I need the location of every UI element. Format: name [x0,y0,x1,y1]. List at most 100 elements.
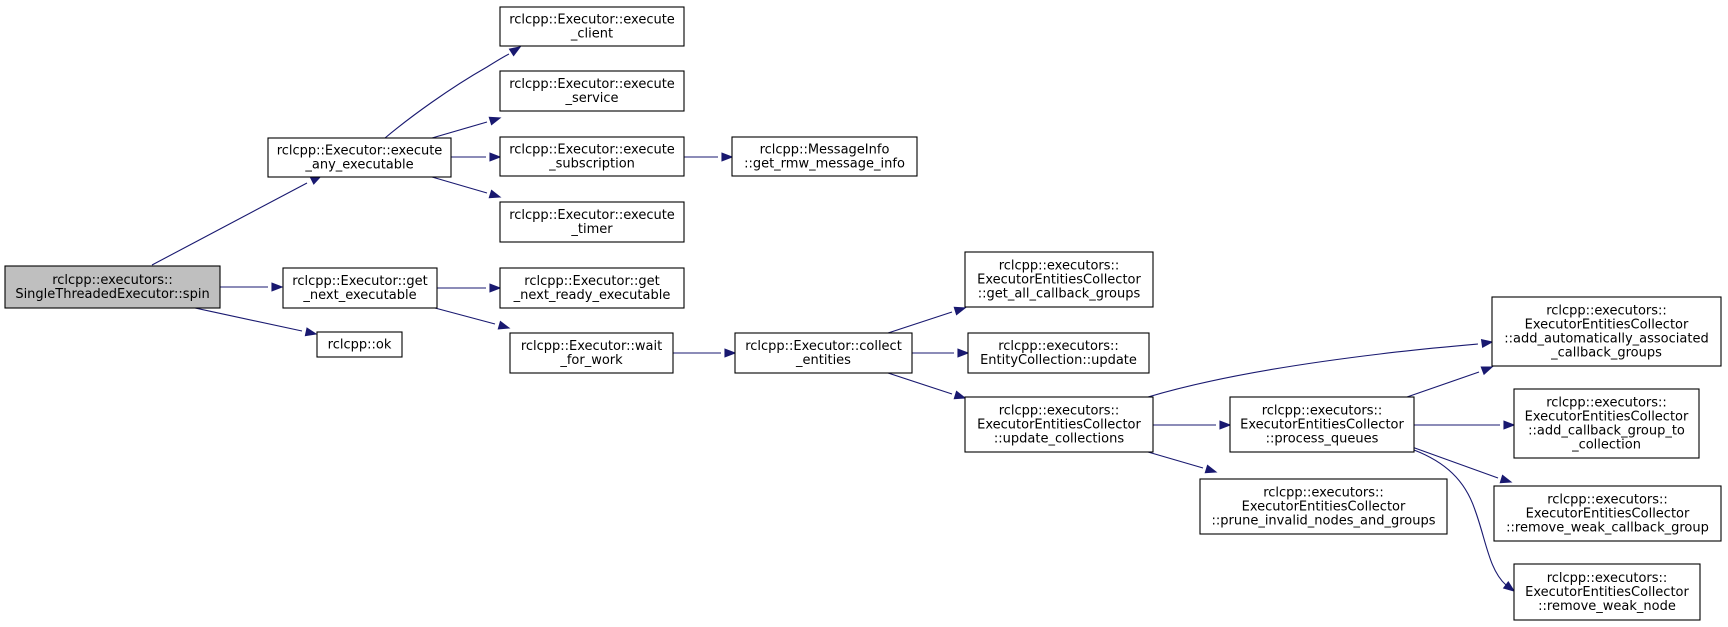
node-label-line: ::add_automatically_associated [1504,332,1708,347]
node-get-all-cb[interactable]: rclcpp::executors::ExecutorEntitiesColle… [964,251,1154,308]
edge-process_queues-to-remove_weak_cb [1411,446,1513,484]
node-remove-weak-node[interactable]: rclcpp::executors::ExecutorEntitiesColle… [1513,563,1701,621]
node-add-cb-group[interactable]: rclcpp::executors::ExecutorEntitiesColle… [1513,388,1700,459]
edge-exec_any-to-exec_subscription [451,152,502,162]
node-label-line: ExecutorEntitiesCollector [1526,507,1690,522]
edge-line [887,372,953,395]
node-exec-timer[interactable]: rclcpp::Executor::execute_timer [499,201,685,243]
node-entity-update[interactable]: rclcpp::executors::EntityCollection::upd… [967,332,1150,374]
node-box [4,265,221,309]
node-box [499,136,685,177]
arrow-head-icon [488,116,502,126]
node-label-line: rclcpp::executors:: [998,339,1119,354]
node-label-line: rclcpp::executors:: [1262,404,1383,419]
node-prune[interactable]: rclcpp::executors::ExecutorEntitiesColle… [1199,478,1448,535]
node-label-line: _callback_groups [1550,346,1662,361]
edge-exec_subscription-to-get_rmw [684,152,734,162]
node-box [1229,396,1415,453]
arrow-head-icon [1499,474,1513,484]
node-label-line: ::remove_weak_node [1538,599,1676,614]
edge-line [194,307,303,332]
edge-line [151,182,308,266]
edge-line [1413,449,1507,586]
arrow-head-icon [721,152,734,162]
edge-spin-to-exec_any [151,175,323,266]
arrow-head-icon [489,152,502,162]
node-box [316,331,403,358]
node-label-line: ExecutorEntitiesCollector [1242,500,1406,515]
arrow-head-icon [271,282,284,292]
node-exec-client[interactable]: rclcpp::Executor::execute_client [499,6,685,47]
node-label-line: ::update_collections [994,432,1124,447]
edge-collect_entities-to-get_all_cb [887,306,967,334]
node-get-next[interactable]: rclcpp::Executor::get_next_executable [282,267,438,309]
edge-get_next-to-wait_for_work [434,307,511,330]
edge-process_queues-to-add_cb_group [1414,420,1516,430]
node-label-line: rclcpp::Executor::execute [509,208,675,223]
node-exec-any[interactable]: rclcpp::Executor::execute_any_executable [267,137,452,178]
node-label-line: rclcpp::MessageInfo [760,143,890,158]
arrow-head-icon [953,390,967,400]
node-box [731,136,918,177]
node-box [509,332,674,374]
arrow-head-icon [953,306,967,316]
arrow-head-icon [1502,580,1516,592]
node-label-line: rclcpp::executors:: [52,273,173,288]
edge-line [384,53,510,139]
arrow-head-icon [497,320,511,330]
node-label-line: rclcpp::Executor::get [524,274,659,289]
node-label-line: _subscription [548,157,635,172]
node-add-auto[interactable]: rclcpp::executors::ExecutorEntitiesColle… [1491,296,1722,367]
node-label-line: _collection [1571,438,1641,453]
edge-line [1147,451,1204,469]
edges-layer [151,46,1516,592]
edge-line [434,307,496,325]
nodes-layer: rclcpp::executors::SingleThreadedExecuto… [4,6,1722,621]
node-label-line: EntityCollection::update [980,353,1137,368]
node-box [964,251,1154,308]
node-box [499,6,685,47]
node-label-line: ::remove_weak_callback_group [1506,521,1709,536]
edge-get_next-to-get_next_ready [437,283,502,293]
node-box [499,201,685,243]
edge-exec_any-to-exec_client [384,46,522,139]
node-label-line: ExecutorEntitiesCollector [1240,418,1404,433]
node-label-line: rclcpp::executors:: [1547,493,1668,508]
node-label-line: _any_executable [304,158,413,173]
edge-exec_any-to-exec_service [431,116,502,139]
edge-line [887,311,953,334]
node-wait-for-work[interactable]: rclcpp::Executor::wait_for_work [509,332,674,374]
arrow-head-icon [508,46,522,57]
edge-line [431,176,488,194]
node-label-line: ExecutorEntitiesCollector [1525,410,1689,425]
node-get-next-ready[interactable]: rclcpp::Executor::get_next_ready_executa… [499,267,685,309]
edge-line [1147,343,1479,398]
node-label-line: ExecutorEntitiesCollector [977,418,1141,433]
node-box [1513,388,1700,459]
node-box [1199,478,1448,535]
node-exec-subscription[interactable]: rclcpp::Executor::execute_subscription [499,136,685,177]
arrow-head-icon [1204,464,1218,474]
node-label-line: rclcpp::Executor::execute [277,144,443,159]
node-update-collections[interactable]: rclcpp::executors::ExecutorEntitiesColle… [964,396,1154,453]
node-label-line: rclcpp::executors:: [1263,486,1384,501]
node-get-rmw[interactable]: rclcpp::MessageInfo::get_rmw_message_inf… [731,136,918,177]
node-box [1493,485,1722,542]
node-exec-service[interactable]: rclcpp::Executor::execute_service [499,70,685,112]
node-process-queues[interactable]: rclcpp::executors::ExecutorEntitiesColle… [1229,396,1415,453]
arrow-head-icon [1480,366,1494,376]
edge-update_collections-to-add_auto [1147,338,1494,398]
node-spin[interactable]: rclcpp::executors::SingleThreadedExecuto… [4,265,221,309]
node-remove-weak-cb[interactable]: rclcpp::executors::ExecutorEntitiesColle… [1493,485,1722,542]
node-box [282,267,438,309]
arrow-head-icon [489,283,502,293]
node-label-line: rclcpp::executors:: [1547,571,1668,586]
node-label-line: ::process_queues [1266,432,1379,447]
arrow-head-icon [957,348,970,358]
node-label-line: ExecutorEntitiesCollector [977,273,1141,288]
node-ok[interactable]: rclcpp::ok [316,331,403,358]
node-label-line: _entities [795,353,851,368]
node-label-line: ::get_rmw_message_info [744,157,905,172]
node-collect-entities[interactable]: rclcpp::Executor::collect_entities [734,332,913,374]
